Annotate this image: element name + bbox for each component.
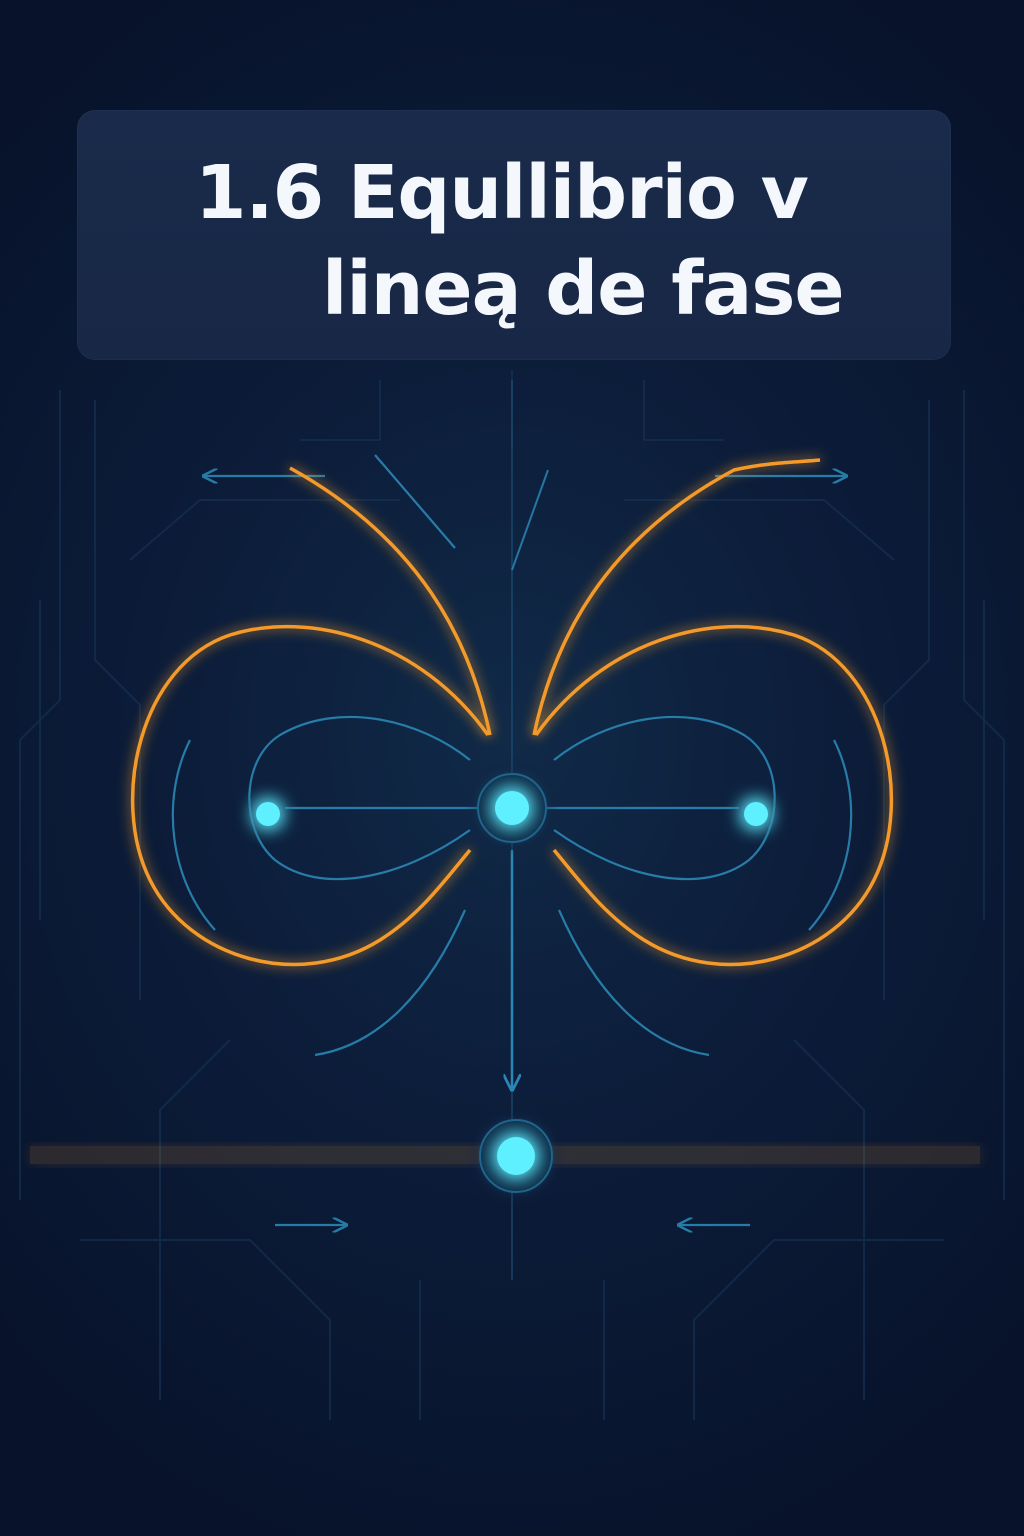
equilibrium-node-center [464,760,560,856]
circuit-traces [19,370,1005,1420]
equilibrium-node-left [240,786,296,842]
title-card [77,110,951,360]
equilibrium-node-right [728,786,784,842]
page-title-line-1: 1.6 Equllibrio v [195,150,809,236]
equilibrium-node-bottom [466,1106,566,1206]
page-title-line-2: lineą de fase [322,246,845,332]
orbit-curves [130,458,894,967]
